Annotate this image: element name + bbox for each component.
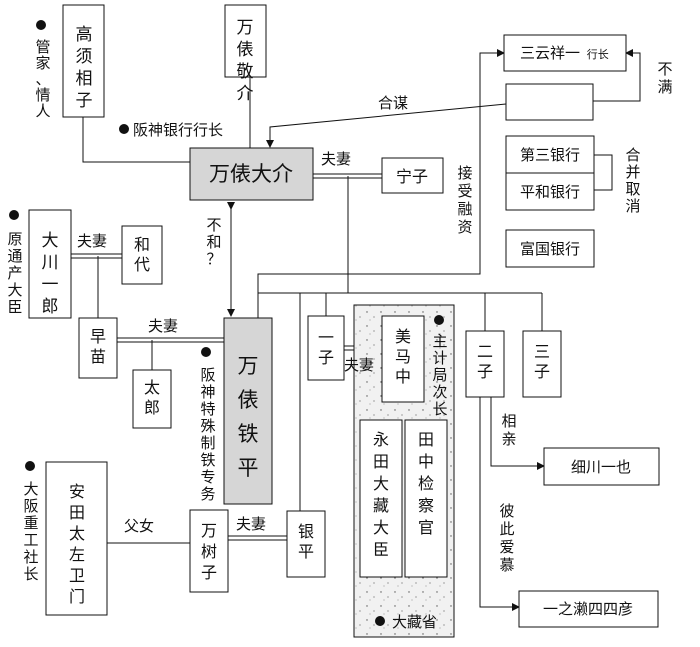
bullets (9, 20, 444, 626)
box-xichuan-yiye (543, 447, 660, 486)
mutual-love-arrow (476, 390, 520, 611)
label-buman: 不满 (657, 60, 672, 96)
label-wanbao-jingjie: 万俵敬介 (237, 18, 254, 104)
box-dachuan-yilang (28, 209, 72, 319)
box-wanbao-jingjie (224, 4, 267, 78)
box-fuguo-yinhang (505, 229, 595, 268)
bullet-yuantongchan (9, 210, 19, 220)
label-xichuan-yiye: 细川一也 (571, 458, 631, 476)
line-gao-to-dajie (82, 117, 190, 163)
label-hanshen-tezhong: 阪神特殊制铁专务 (200, 366, 215, 503)
label-yinping: 银平 (298, 522, 314, 561)
box-hedai (121, 225, 163, 285)
label-fuqi-dachuan: 夫妻 (77, 232, 107, 250)
box-antian (45, 461, 108, 616)
box-zaomiao (78, 317, 118, 379)
financing-arrow (257, 49, 505, 293)
label-fuguo-yinhang: 富国银行 (520, 240, 580, 258)
boxes (28, 4, 660, 628)
bullet-hanshen-tezhong (201, 347, 211, 357)
label-yizi: 一子 (318, 328, 334, 367)
label-antian: 安田太左卫门 (69, 482, 85, 606)
box-ningzi (381, 157, 444, 194)
label-erzi: 二子 (477, 342, 493, 381)
label-xiangqin: 相亲 (501, 412, 516, 448)
label-fuqi-dajie: 夫妻 (321, 150, 351, 168)
bullet-hanshen-hangzhang (119, 124, 129, 134)
box-sanzi (522, 330, 562, 398)
label-hedai: 和代 (134, 235, 150, 274)
label-hanshen-hangzhang: 阪神银行行长 (133, 121, 223, 139)
label-ningzi: 宁子 (396, 167, 428, 186)
box-tianzhong (404, 419, 448, 578)
label-dachuan-yilang: 大川一郎 (42, 231, 59, 317)
label-daban-zhonggong: 大阪重工社长 (23, 480, 38, 583)
label-zaomiao: 早苗 (90, 327, 106, 366)
label-meima-zhong: 美马中 (395, 327, 411, 386)
label-fuqi-wanshuzi: 夫妻 (236, 515, 266, 533)
box-mianguan (505, 83, 594, 121)
label-yongtian: 永田大藏大臣 (373, 430, 389, 559)
label-yuantongchan: 原通产大臣 (7, 230, 22, 316)
label-hebing-quxiao: 合并取消 (625, 146, 640, 215)
labels: 万俵大介 宁子 三云祥一 行长 第三银行 平和银行 富国银行 细川一也 一之濑四… (7, 18, 672, 631)
box-gao-xu-xiangzi (62, 4, 105, 118)
label-pinghe-yinhang: 平和银行 (520, 183, 580, 201)
bullet-zhuji-ju (434, 315, 444, 325)
box-pinghe-yinhang (505, 172, 595, 211)
collusion-arrow (266, 103, 507, 148)
label-buhe: 不和？ (206, 216, 221, 268)
label-sanyun-xiangyi: 三云祥一 行长 (520, 44, 609, 62)
box-sanyun (503, 34, 627, 72)
label-fuqi-zaomiao: 夫妻 (148, 317, 178, 335)
label-wanbao-dajie: 万俵大介 (209, 162, 293, 186)
box-yizhilai (518, 590, 659, 628)
box-yongtian (359, 419, 403, 578)
label-wanbao-tieping: 万俵铁平 (238, 354, 259, 480)
box-disan-yinhang (505, 135, 595, 174)
box-wanshuzi (189, 509, 229, 593)
label-tianzhong: 田中检察官 (418, 430, 434, 537)
bullet-daban-zhonggong (25, 461, 35, 471)
box-wanbao-tieping (223, 317, 273, 505)
bullet-dazang-sheng (375, 616, 385, 626)
label-guanjia-qingren: 管家、情人 (35, 38, 50, 120)
label-gao-xu-xiangzi: 高须相子 (76, 25, 93, 111)
matchmaking-arrow (487, 390, 545, 470)
arrows (227, 49, 641, 611)
label-dazang-sheng: 大藏省 (392, 613, 437, 631)
label-bici-aimu: 彼此爱慕 (499, 502, 514, 574)
label-jieshou-rongzi: 接受融资 (457, 164, 472, 236)
box-tailang (132, 369, 172, 429)
box-yinping (286, 510, 326, 578)
box-erzi (465, 330, 505, 398)
label-wanshuzi: 万树子 (201, 521, 217, 582)
label-disan-yinhang: 第三银行 (520, 146, 580, 164)
label-fuqi-yizi: 夫妻 (344, 356, 374, 374)
label-zhuji-ju: 主计局次长 (432, 332, 447, 418)
dissatisfaction-arrow (593, 49, 641, 102)
label-hemou: 合谋 (378, 94, 408, 112)
bullet-guanjia (36, 20, 46, 30)
box-wanbao-dajie (189, 147, 314, 201)
bracket-merge-cancel (594, 154, 613, 191)
label-funv: 父女 (124, 517, 154, 535)
label-tailang: 太郎 (144, 378, 160, 417)
label-sanzi: 三子 (534, 342, 550, 381)
label-yizhilai: 一之濑四四彦 (543, 600, 633, 618)
box-yizi (307, 315, 345, 381)
box-meima-zhong (381, 315, 425, 403)
